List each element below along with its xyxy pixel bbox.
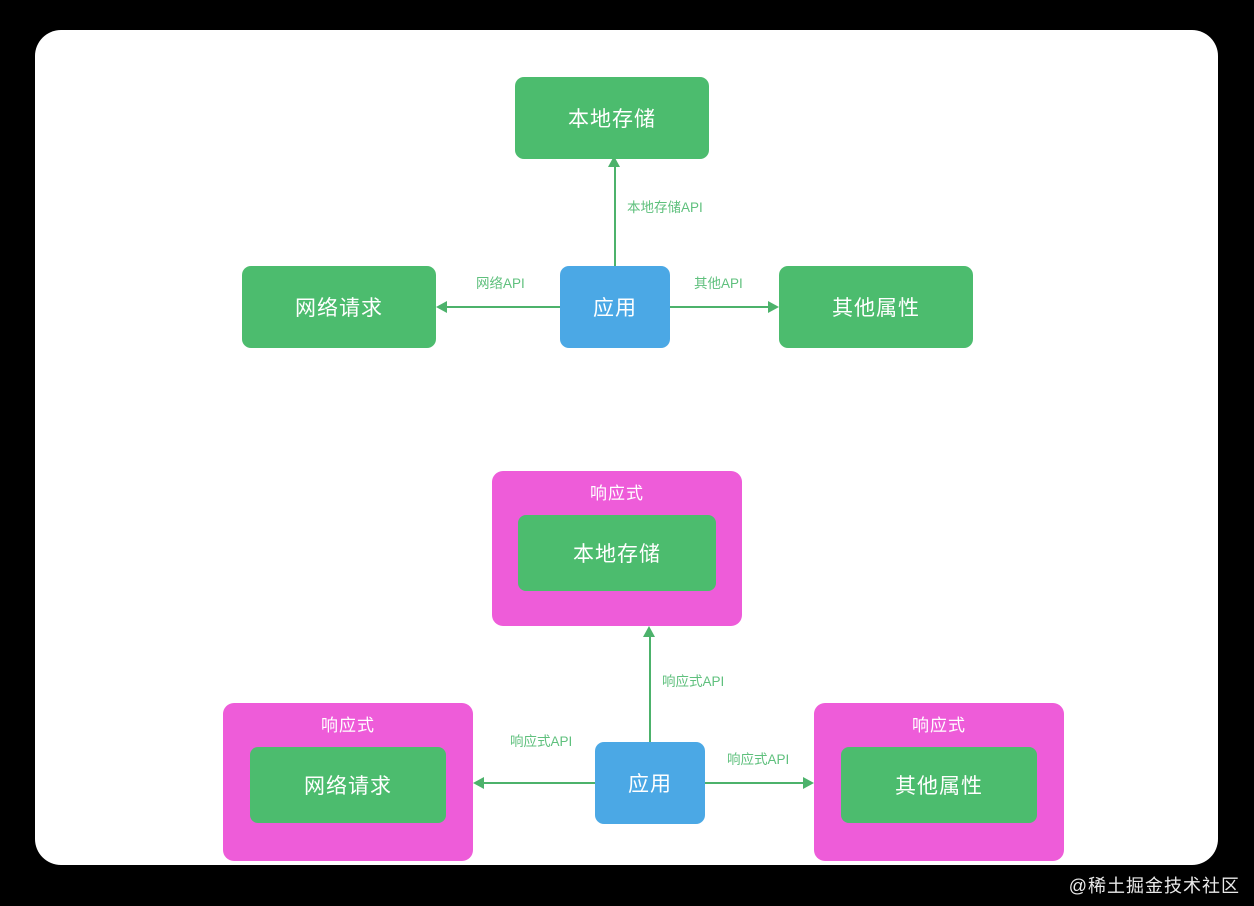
connector-app-to-other-attributes — [670, 306, 768, 308]
node-label: 网络请求 — [295, 297, 383, 320]
group-bottom-reactive-other-attributes[interactable]: 响应式 其他属性 — [814, 703, 1064, 861]
edge-label-local-storage-api: 本地存储API — [627, 200, 703, 215]
connector-bottom-app-to-network-request — [484, 782, 595, 784]
node-label: 应用 — [593, 297, 637, 320]
node-bottom-other-attributes[interactable]: 其他属性 — [841, 747, 1037, 823]
node-bottom-local-storage[interactable]: 本地存储 — [518, 515, 716, 591]
node-bottom-app[interactable]: 应用 — [595, 742, 705, 824]
group-title-label: 响应式 — [912, 716, 966, 735]
connector-bottom-app-to-local-storage — [649, 636, 651, 742]
arrowhead-left-network-request — [436, 301, 447, 313]
diagram-stage: 本地存储 网络请求 应用 其他属性 本地存储API 网络API 其他API 响应… — [35, 30, 1218, 865]
arrowhead-right-other-attributes — [768, 301, 779, 313]
connector-app-to-network-request — [447, 306, 560, 308]
group-bottom-reactive-network-request[interactable]: 响应式 网络请求 — [223, 703, 473, 861]
node-bottom-network-request[interactable]: 网络请求 — [250, 747, 446, 823]
edge-label-network-api: 网络API — [476, 276, 525, 291]
node-label: 本地存储 — [573, 543, 661, 566]
edge-label-bottom-reactive-api-up: 响应式API — [662, 674, 725, 689]
group-top-reactive-local-storage[interactable]: 响应式 本地存储 — [492, 471, 742, 626]
arrowhead-up-local-storage — [608, 156, 620, 167]
connector-app-to-local-storage — [614, 166, 616, 266]
diagram-canvas: 本地存储 网络请求 应用 其他属性 本地存储API 网络API 其他API 响应… — [35, 30, 1218, 865]
edge-label-other-api: 其他API — [694, 276, 743, 291]
node-top-local-storage[interactable]: 本地存储 — [515, 77, 709, 159]
node-label: 其他属性 — [832, 297, 920, 320]
connector-bottom-app-to-other-attributes — [705, 782, 803, 784]
edge-label-bottom-reactive-api-left: 响应式API — [510, 734, 573, 749]
watermark-text: @稀土掘金技术社区 — [1068, 876, 1240, 896]
node-label: 应用 — [628, 773, 672, 796]
node-top-other-attributes[interactable]: 其他属性 — [779, 266, 973, 348]
group-title-label: 响应式 — [590, 484, 644, 503]
arrowhead-left-bottom-network-request — [473, 777, 484, 789]
edge-label-bottom-reactive-api-right: 响应式API — [727, 752, 790, 767]
group-title-label: 响应式 — [321, 716, 375, 735]
node-label: 本地存储 — [568, 108, 656, 131]
arrowhead-up-bottom-local-storage — [643, 626, 655, 637]
node-label: 其他属性 — [895, 775, 983, 798]
node-top-network-request[interactable]: 网络请求 — [242, 266, 436, 348]
arrowhead-right-bottom-other-attributes — [803, 777, 814, 789]
node-top-app[interactable]: 应用 — [560, 266, 670, 348]
node-label: 网络请求 — [304, 775, 392, 798]
